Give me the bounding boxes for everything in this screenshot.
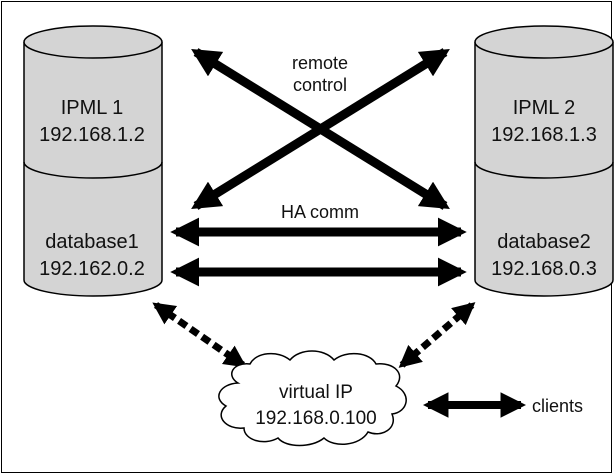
server-right-cylinder (474, 25, 614, 297)
server-left-cylinder (23, 25, 163, 297)
virtual-ip-cloud (218, 350, 407, 447)
dashed-arrow-right (398, 302, 476, 368)
right-cylinder-body (474, 42, 614, 297)
left-cylinder-top (23, 25, 163, 59)
clients-label: clients (532, 396, 583, 416)
right-top-ip: 192.168.1.3 (491, 124, 597, 146)
virtual-ip-addr: 192.168.0.100 (255, 408, 377, 429)
remote-label-line1: remote (292, 53, 348, 73)
left-top-ip: 192.168.1.2 (39, 124, 145, 146)
left-bottom-ip: 192.162.0.2 (39, 258, 145, 280)
right-bottom-ip: 192.168.0.3 (491, 258, 597, 280)
left-bottom-name: database1 (45, 231, 138, 253)
dashed-arrow-left (152, 302, 247, 368)
virtual-ip-name: virtual IP (279, 382, 353, 403)
remote-control-arrow-up (191, 48, 450, 210)
right-top-name: IPML 2 (513, 97, 576, 119)
ha-comm-label: HA comm (281, 202, 359, 222)
right-cylinder-top (474, 25, 614, 59)
right-cylinder-divider (474, 161, 614, 179)
left-cylinder-divider (23, 161, 163, 179)
left-top-name: IPML 1 (61, 97, 124, 119)
right-bottom-name: database2 (497, 231, 590, 253)
left-cylinder-body (23, 42, 163, 297)
remote-label-line2: control (293, 75, 347, 95)
